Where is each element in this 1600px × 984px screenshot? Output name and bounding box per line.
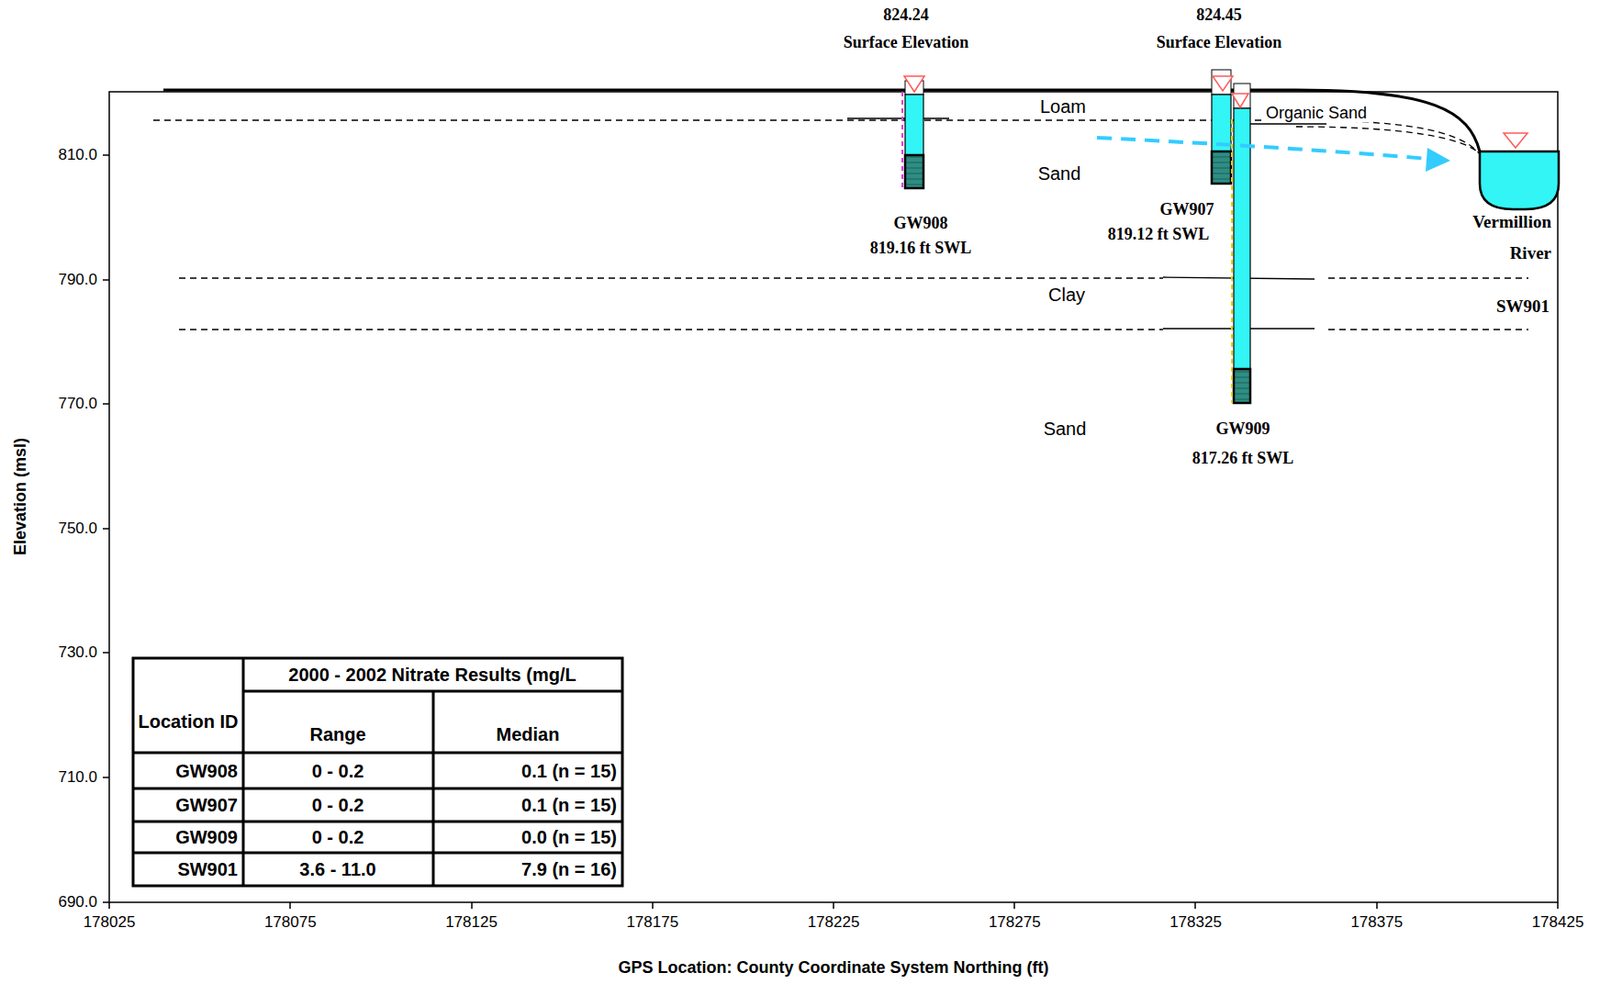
groundwater-flow-arrow [1096,137,1451,172]
table-cell: 0.0 (n = 15) [521,827,617,849]
layer-boundaries [153,118,1529,330]
layer-name: Loam [1040,96,1086,118]
axis-ticks [102,155,1558,909]
surface-elevation: Surface Elevation [1156,33,1283,53]
table-header: Location ID [136,711,240,733]
table-cell: 0 - 0.2 [312,760,365,783]
well-id: GW909 [1215,419,1270,439]
monitoring-well [902,76,925,189]
table-cell: 0 - 0.2 [312,794,365,817]
table-cell: 7.9 (n = 16) [521,859,617,881]
table-cell: GW908 [175,760,238,783]
axis-tick-label: 178225 [807,913,861,932]
river-name: Vermillion [1472,212,1552,233]
well-id: GW908 [893,213,948,234]
axis-tick-label: 710.0 [57,768,98,787]
layer-name: Sand [1038,163,1082,185]
results-table-grid [133,658,623,886]
axis-tick-label: 178275 [988,913,1041,932]
axis-tick-label: 178075 [264,913,317,932]
table-cell: GW909 [175,827,238,849]
water-level-symbol [1503,133,1528,148]
layer-name: Clay [1048,284,1086,306]
static-water-level: 819.16 ft SWL [870,238,973,258]
table-header: Range [309,724,366,746]
table-cell: 3.6 - 11.0 [299,859,376,881]
ground-surface [163,89,1480,152]
axis-tick-label: 178125 [445,913,498,932]
axis-tick-label: 810.0 [57,145,98,165]
monitoring-well [1231,83,1251,403]
table-cell: 0 - 0.2 [312,827,365,849]
axis-title: Elevation (msl) [11,437,31,556]
axis-tick-label: 730.0 [57,643,98,662]
table-cell: 0.1 (n = 15) [521,760,617,783]
axis-tick-label: 178025 [83,913,136,932]
static-water-level: 819.12 ft SWL [1107,224,1210,245]
axis-tick-label: 770.0 [57,394,98,414]
layer-name: Sand [1043,418,1087,440]
axis-tick-label: 690.0 [57,893,98,912]
table-cell: GW907 [175,794,238,817]
monitoring-well [1211,69,1233,184]
table-cell: 0.1 (n = 15) [521,794,617,817]
surface-elevation: 824.24 [883,5,929,25]
table-cell: SW901 [177,859,238,881]
well-id: GW907 [1159,200,1214,220]
table-header: 2000 - 2002 Nitrate Results (mg/L [288,664,576,686]
surface-elevation: 824.45 [1196,5,1242,25]
axis-tick-label: 750.0 [57,519,98,538]
axis-tick-label: 178175 [626,913,679,932]
river-channel [1479,151,1559,210]
axis-title: GPS Location: County Coordinate System N… [618,958,1050,978]
axis-tick-label: 790.0 [57,270,98,290]
static-water-level: 817.26 ft SWL [1192,448,1295,469]
layer-name: Organic Sand [1264,103,1369,124]
river-name: River [1510,243,1552,264]
axis-tick-label: 178425 [1532,913,1585,932]
surface-elevation: Surface Elevation [843,33,970,53]
station-id: SW901 [1496,296,1550,317]
plot-frame [109,91,1558,903]
axis-tick-label: 178325 [1169,913,1222,932]
table-header: Median [496,724,560,746]
axis-tick-label: 178375 [1350,913,1403,932]
